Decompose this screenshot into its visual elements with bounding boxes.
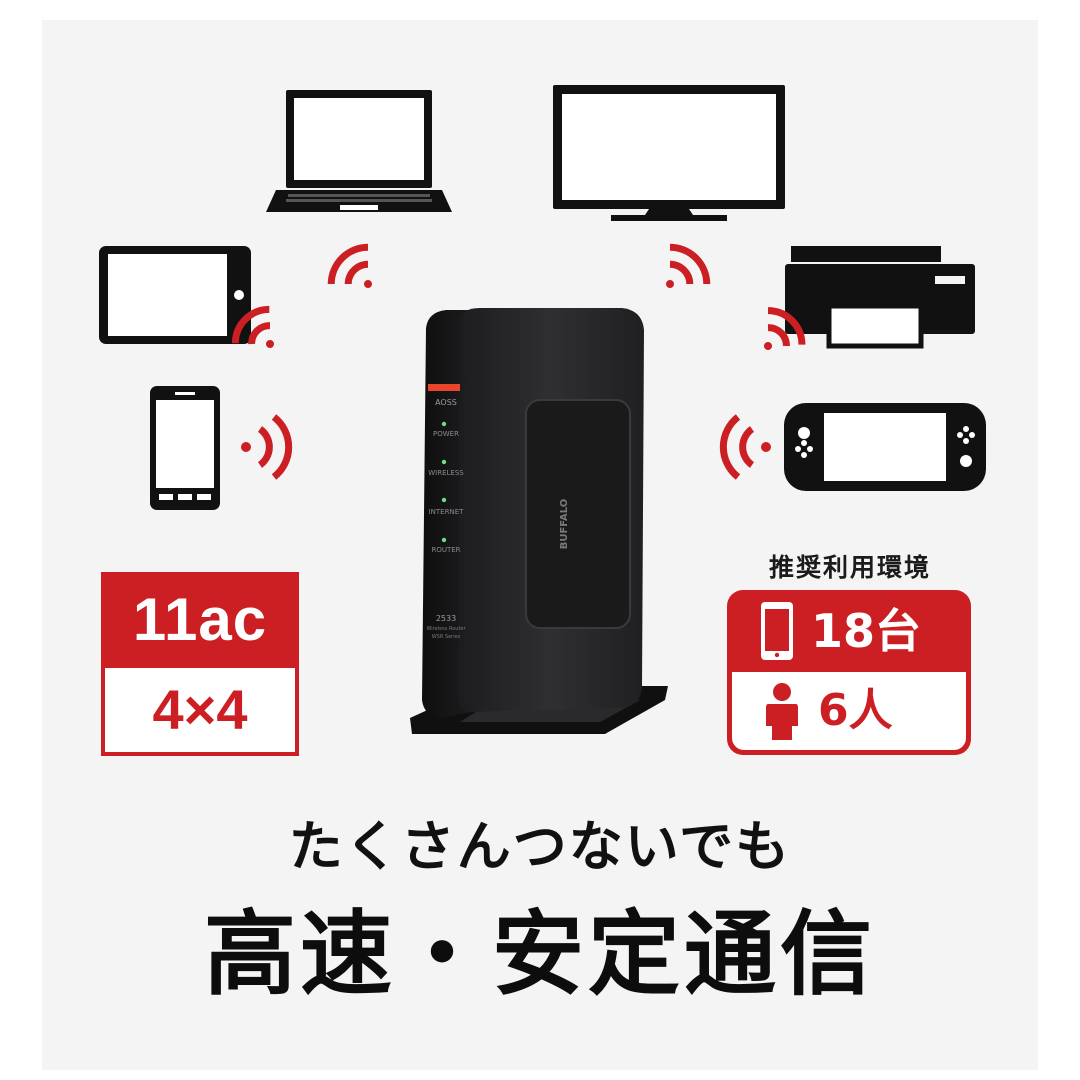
recommended-title: 推奨利用環境 bbox=[768, 553, 931, 582]
wifi-wave-icon bbox=[327, 243, 372, 288]
wifi-wave-icon bbox=[231, 305, 274, 348]
recommended-people-row: 6人 bbox=[732, 672, 966, 750]
smartphone-icon bbox=[150, 386, 220, 510]
wifi-wave-icon bbox=[666, 243, 711, 288]
router-label-router: ROUTER bbox=[431, 546, 461, 554]
recommended-devices-count: 18台 bbox=[811, 604, 922, 658]
smartphone-icon bbox=[761, 602, 793, 660]
spec-streams-row: 4×4 bbox=[101, 668, 299, 756]
game-console-icon bbox=[784, 403, 986, 491]
recommended-people-count: 6人 bbox=[818, 685, 893, 736]
person-icon bbox=[766, 683, 798, 740]
headline-subtitle: たくさんつないでも bbox=[288, 815, 792, 878]
recommended-devices-row: 18台 bbox=[727, 590, 971, 672]
router-model-sub: Wireless Router bbox=[426, 626, 466, 632]
router-brand-logo: BUFFALO bbox=[559, 498, 570, 550]
laptop-icon bbox=[266, 90, 452, 212]
router-label-wireless: WIRELESS bbox=[428, 469, 464, 477]
spec-standard: 11ac bbox=[132, 586, 268, 653]
printer-icon bbox=[785, 246, 975, 349]
router-model-series: WSR Series bbox=[431, 634, 461, 640]
router-device bbox=[410, 308, 668, 734]
tablet-icon bbox=[99, 246, 251, 344]
spec-streams: 4×4 bbox=[105, 668, 295, 752]
tv-icon bbox=[553, 85, 785, 221]
wifi-wave-icon bbox=[241, 414, 293, 480]
wifi-wave-icon bbox=[764, 307, 806, 350]
headline-title: 高速・安定通信 bbox=[203, 901, 876, 1008]
router-label-aoss: AOSS bbox=[435, 398, 457, 407]
recommended-box: 18台 6人 bbox=[727, 590, 971, 755]
wifi-wave-icon bbox=[719, 414, 771, 480]
router-label-internet: INTERNET bbox=[428, 508, 464, 516]
router-label-power: POWER bbox=[433, 430, 459, 438]
router-model-number: 2533 bbox=[435, 614, 457, 623]
spec-badge: 11ac 4×4 bbox=[101, 572, 299, 756]
